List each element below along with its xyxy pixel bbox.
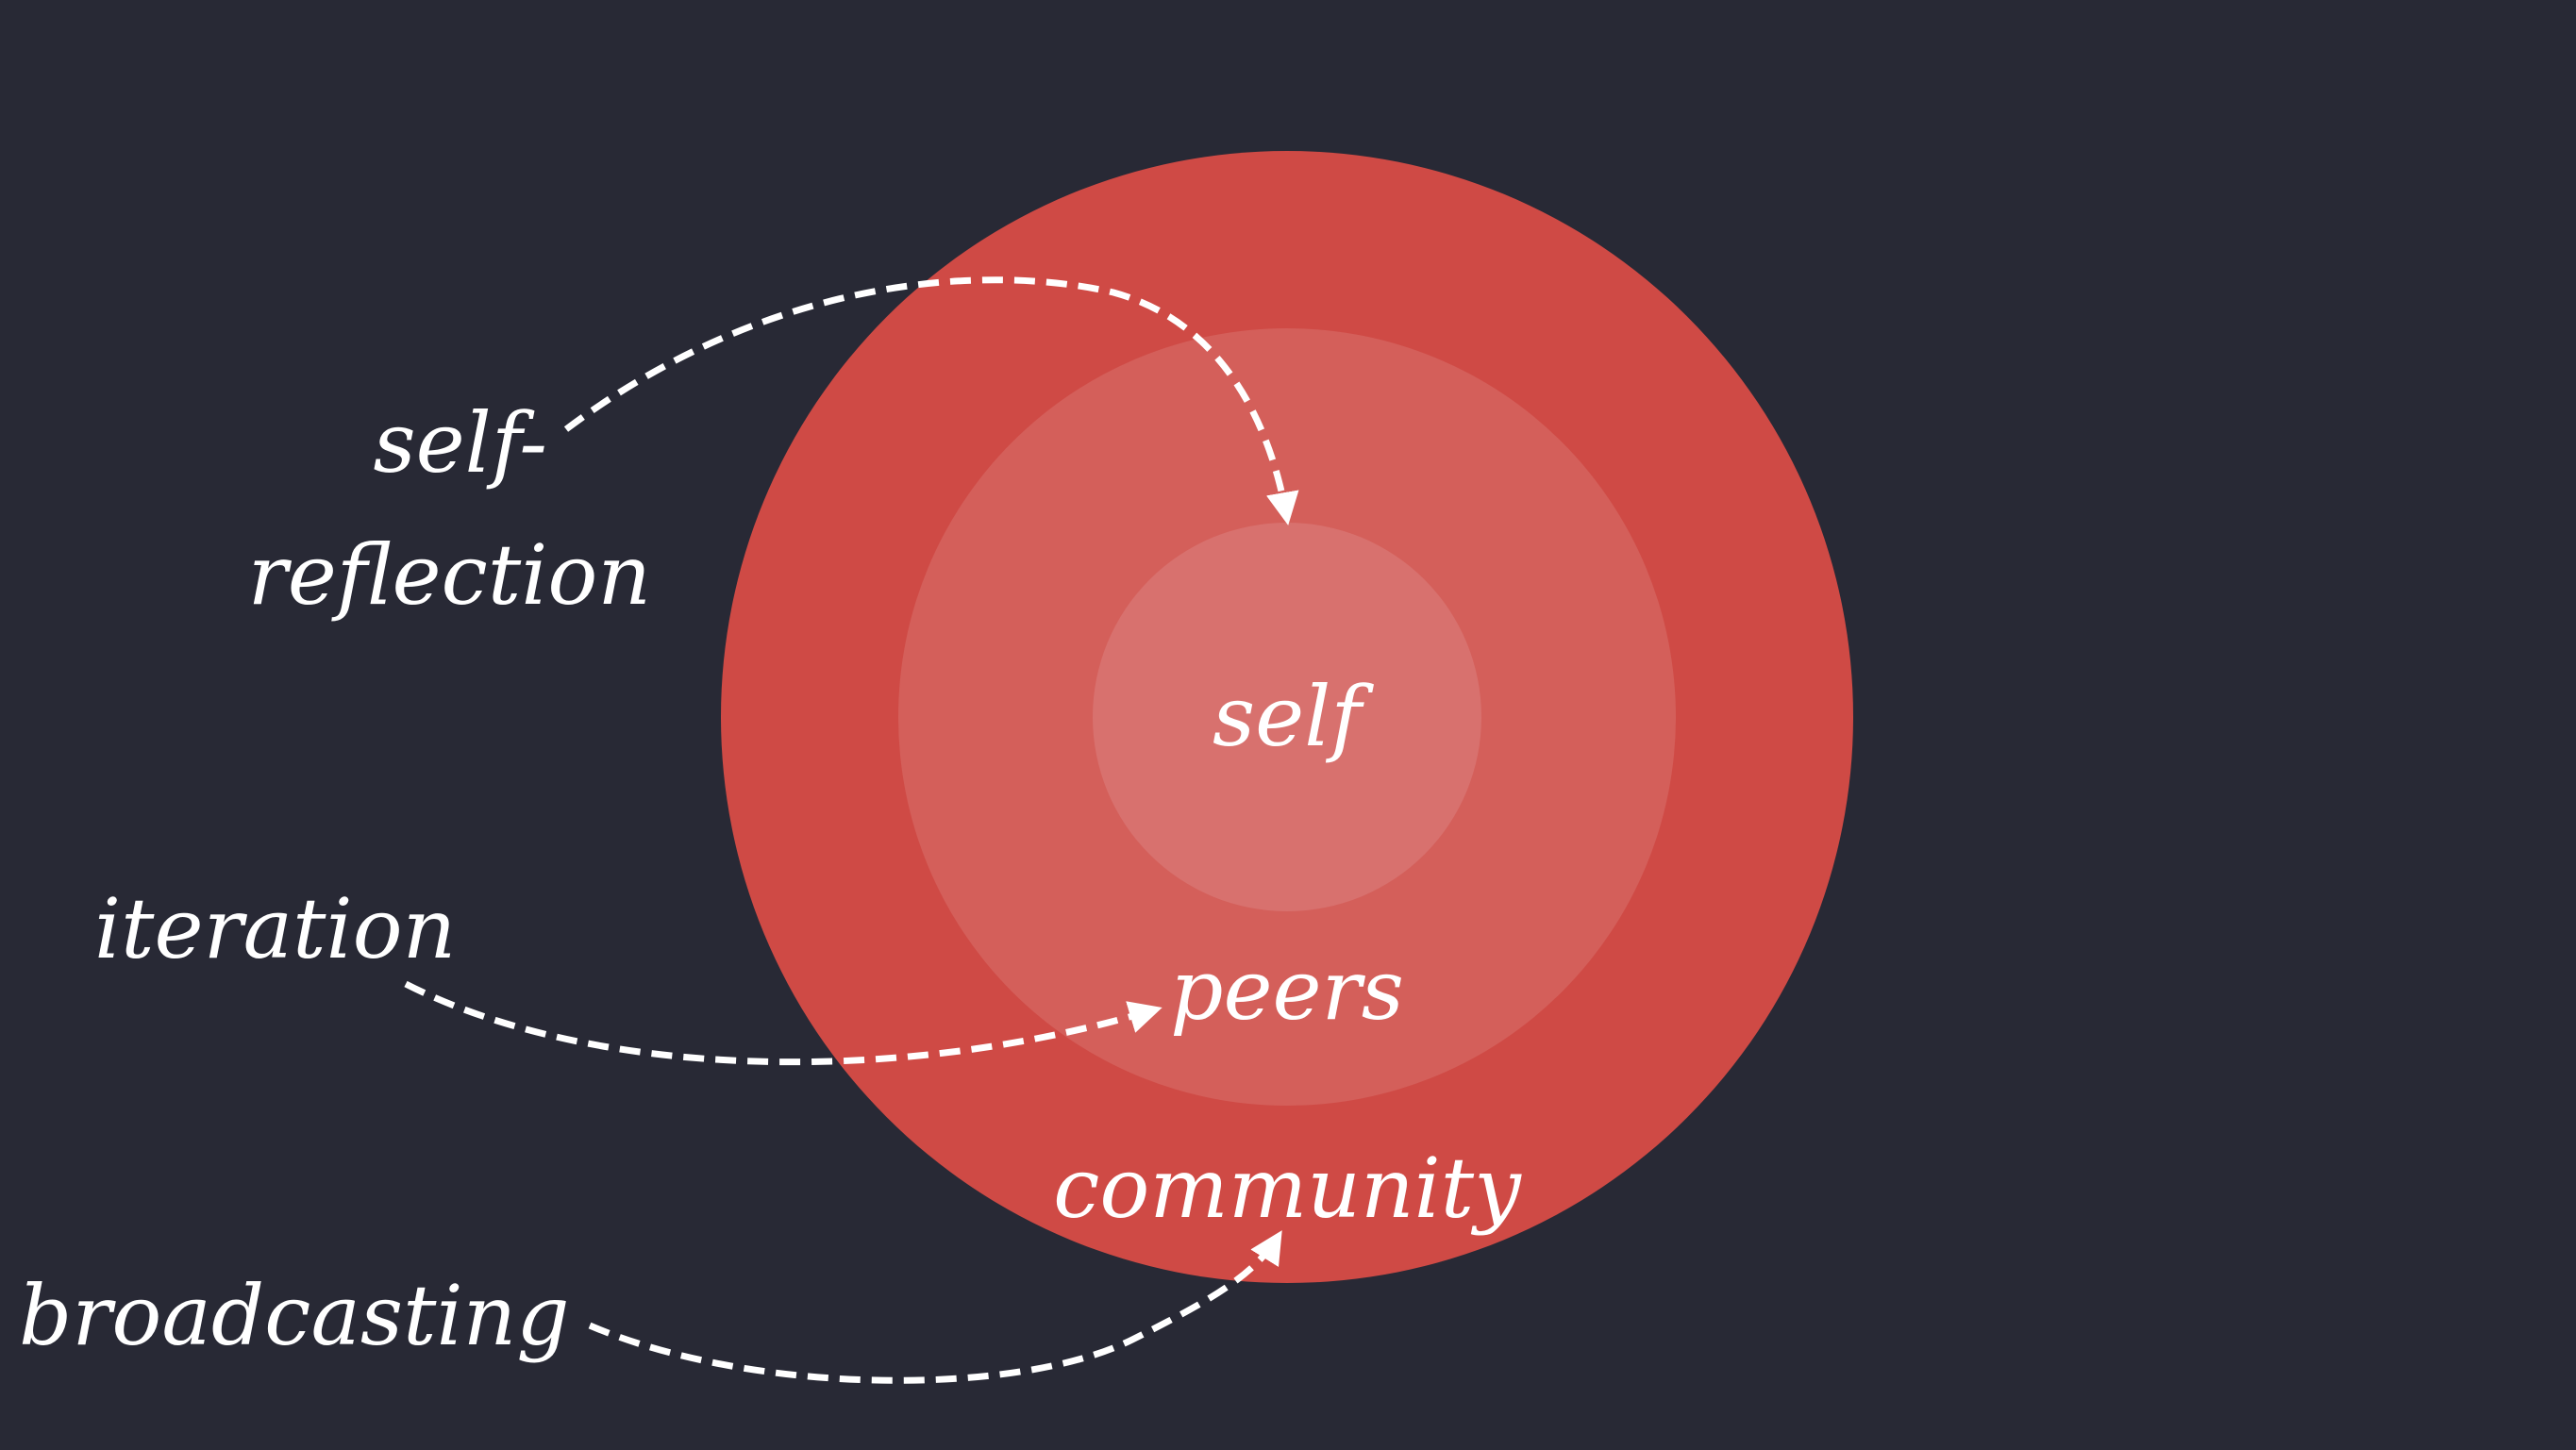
self-reflection-label-line2: reflection xyxy=(248,526,651,624)
community-label: community xyxy=(1053,1140,1522,1237)
broadcasting-arrow xyxy=(588,1230,1282,1384)
broadcasting-label: broadcasting xyxy=(19,1267,570,1364)
self-reflection-label-line1: self- xyxy=(373,394,547,492)
self-reflection-arrow xyxy=(563,276,1299,525)
iteration-arrow xyxy=(404,980,1163,1066)
peers-label: peers xyxy=(1170,942,1404,1039)
iteration-label: iteration xyxy=(94,880,456,977)
self-circle xyxy=(1093,523,1481,911)
self-label: self xyxy=(1213,668,1374,765)
